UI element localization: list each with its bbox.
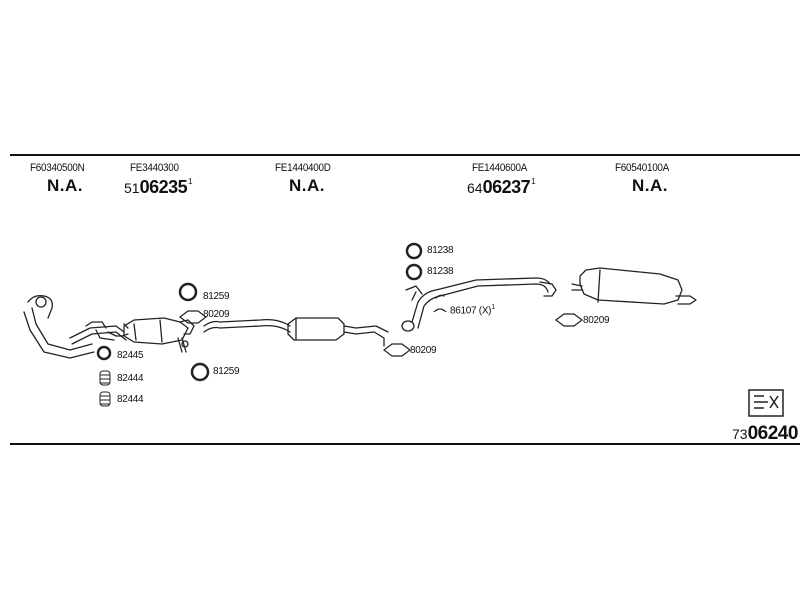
header-value-2: 51062351 xyxy=(124,177,193,198)
header-code-5: F60540100A xyxy=(615,162,669,174)
document-icon xyxy=(748,389,784,417)
header-value-4: 64062371 xyxy=(467,177,536,198)
header-value-1: N.A. xyxy=(47,176,83,195)
header-value-4-sup: 1 xyxy=(531,177,536,186)
part-label-81238a: 81238 xyxy=(427,245,454,256)
diagram-number-main: 06240 xyxy=(747,423,799,444)
part-label-82445: 82445 xyxy=(117,350,144,361)
rear-muffler-drawing xyxy=(571,267,697,305)
intermediate-pipe-drawing xyxy=(401,277,557,332)
part-label-82444a: 82444 xyxy=(117,373,144,384)
catalytic-converter-drawing xyxy=(121,317,195,353)
bottom-rule xyxy=(10,443,800,445)
part-label-80209a: 80209 xyxy=(203,309,230,320)
ring-gaskets xyxy=(96,242,423,382)
part-label-86107: 86107 (X)1 xyxy=(450,304,495,316)
header-value-2-prefix: 51 xyxy=(124,180,140,196)
rubber-hangers xyxy=(99,370,111,407)
header-code-3: FE1440400D xyxy=(275,162,331,174)
diagram-number: 7306240 xyxy=(732,423,798,445)
header-value-5: N.A. xyxy=(632,176,668,195)
header-value-4-prefix: 64 xyxy=(467,180,483,196)
header-code-4: FE1440600A xyxy=(472,162,528,174)
part-label-80209c: 80209 xyxy=(583,315,610,326)
part-label-81259a: 81259 xyxy=(203,291,230,302)
top-rule xyxy=(10,154,800,156)
part-label-86107-text: 86107 (X) xyxy=(450,305,492,317)
part-label-81259b: 81259 xyxy=(213,366,240,377)
header-value-3: N.A. xyxy=(289,176,325,195)
part-label-81238b: 81238 xyxy=(427,266,454,277)
header-value-2-main: 06235 xyxy=(139,177,188,197)
center-pipe-drawing xyxy=(203,317,389,347)
header-value-2-sup: 1 xyxy=(188,177,193,186)
header-value-4-main: 06237 xyxy=(482,177,531,197)
oval-gaskets xyxy=(179,308,583,357)
part-label-86107-sup: 1 xyxy=(491,304,495,311)
front-pipe-drawing xyxy=(23,294,127,359)
part-label-82444b: 82444 xyxy=(117,394,144,405)
diagram-number-prefix: 73 xyxy=(732,426,748,442)
part-label-80209b: 80209 xyxy=(410,345,437,356)
header-code-1: F60340500N xyxy=(30,162,85,174)
header-code-2: FE3440300 xyxy=(130,162,179,174)
